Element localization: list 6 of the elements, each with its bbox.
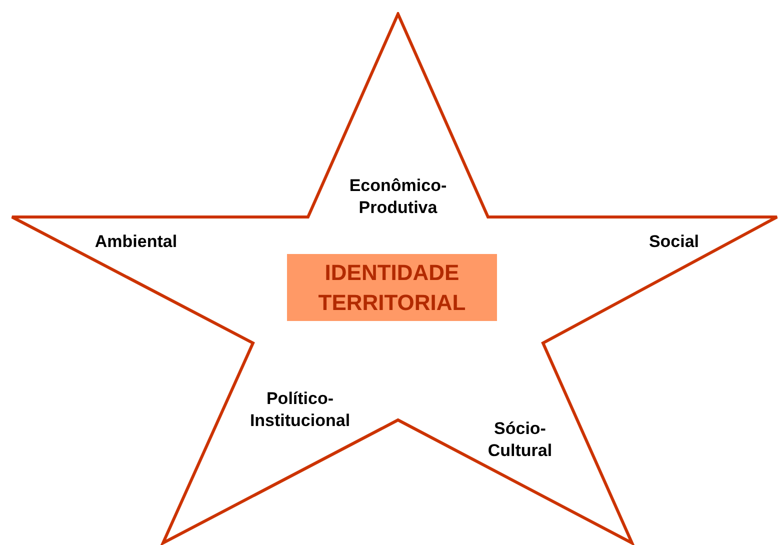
dimension-label: Sócio-Cultural [486, 418, 554, 462]
title-box: IDENTIDADE TERRITORIAL [287, 254, 497, 321]
dimension-label: Ambiental [94, 231, 178, 253]
dimension-label: Econômico-Produtiva [348, 175, 448, 219]
dimension-label: Político-Institucional [248, 388, 352, 432]
dimension-label: Social [648, 231, 700, 253]
